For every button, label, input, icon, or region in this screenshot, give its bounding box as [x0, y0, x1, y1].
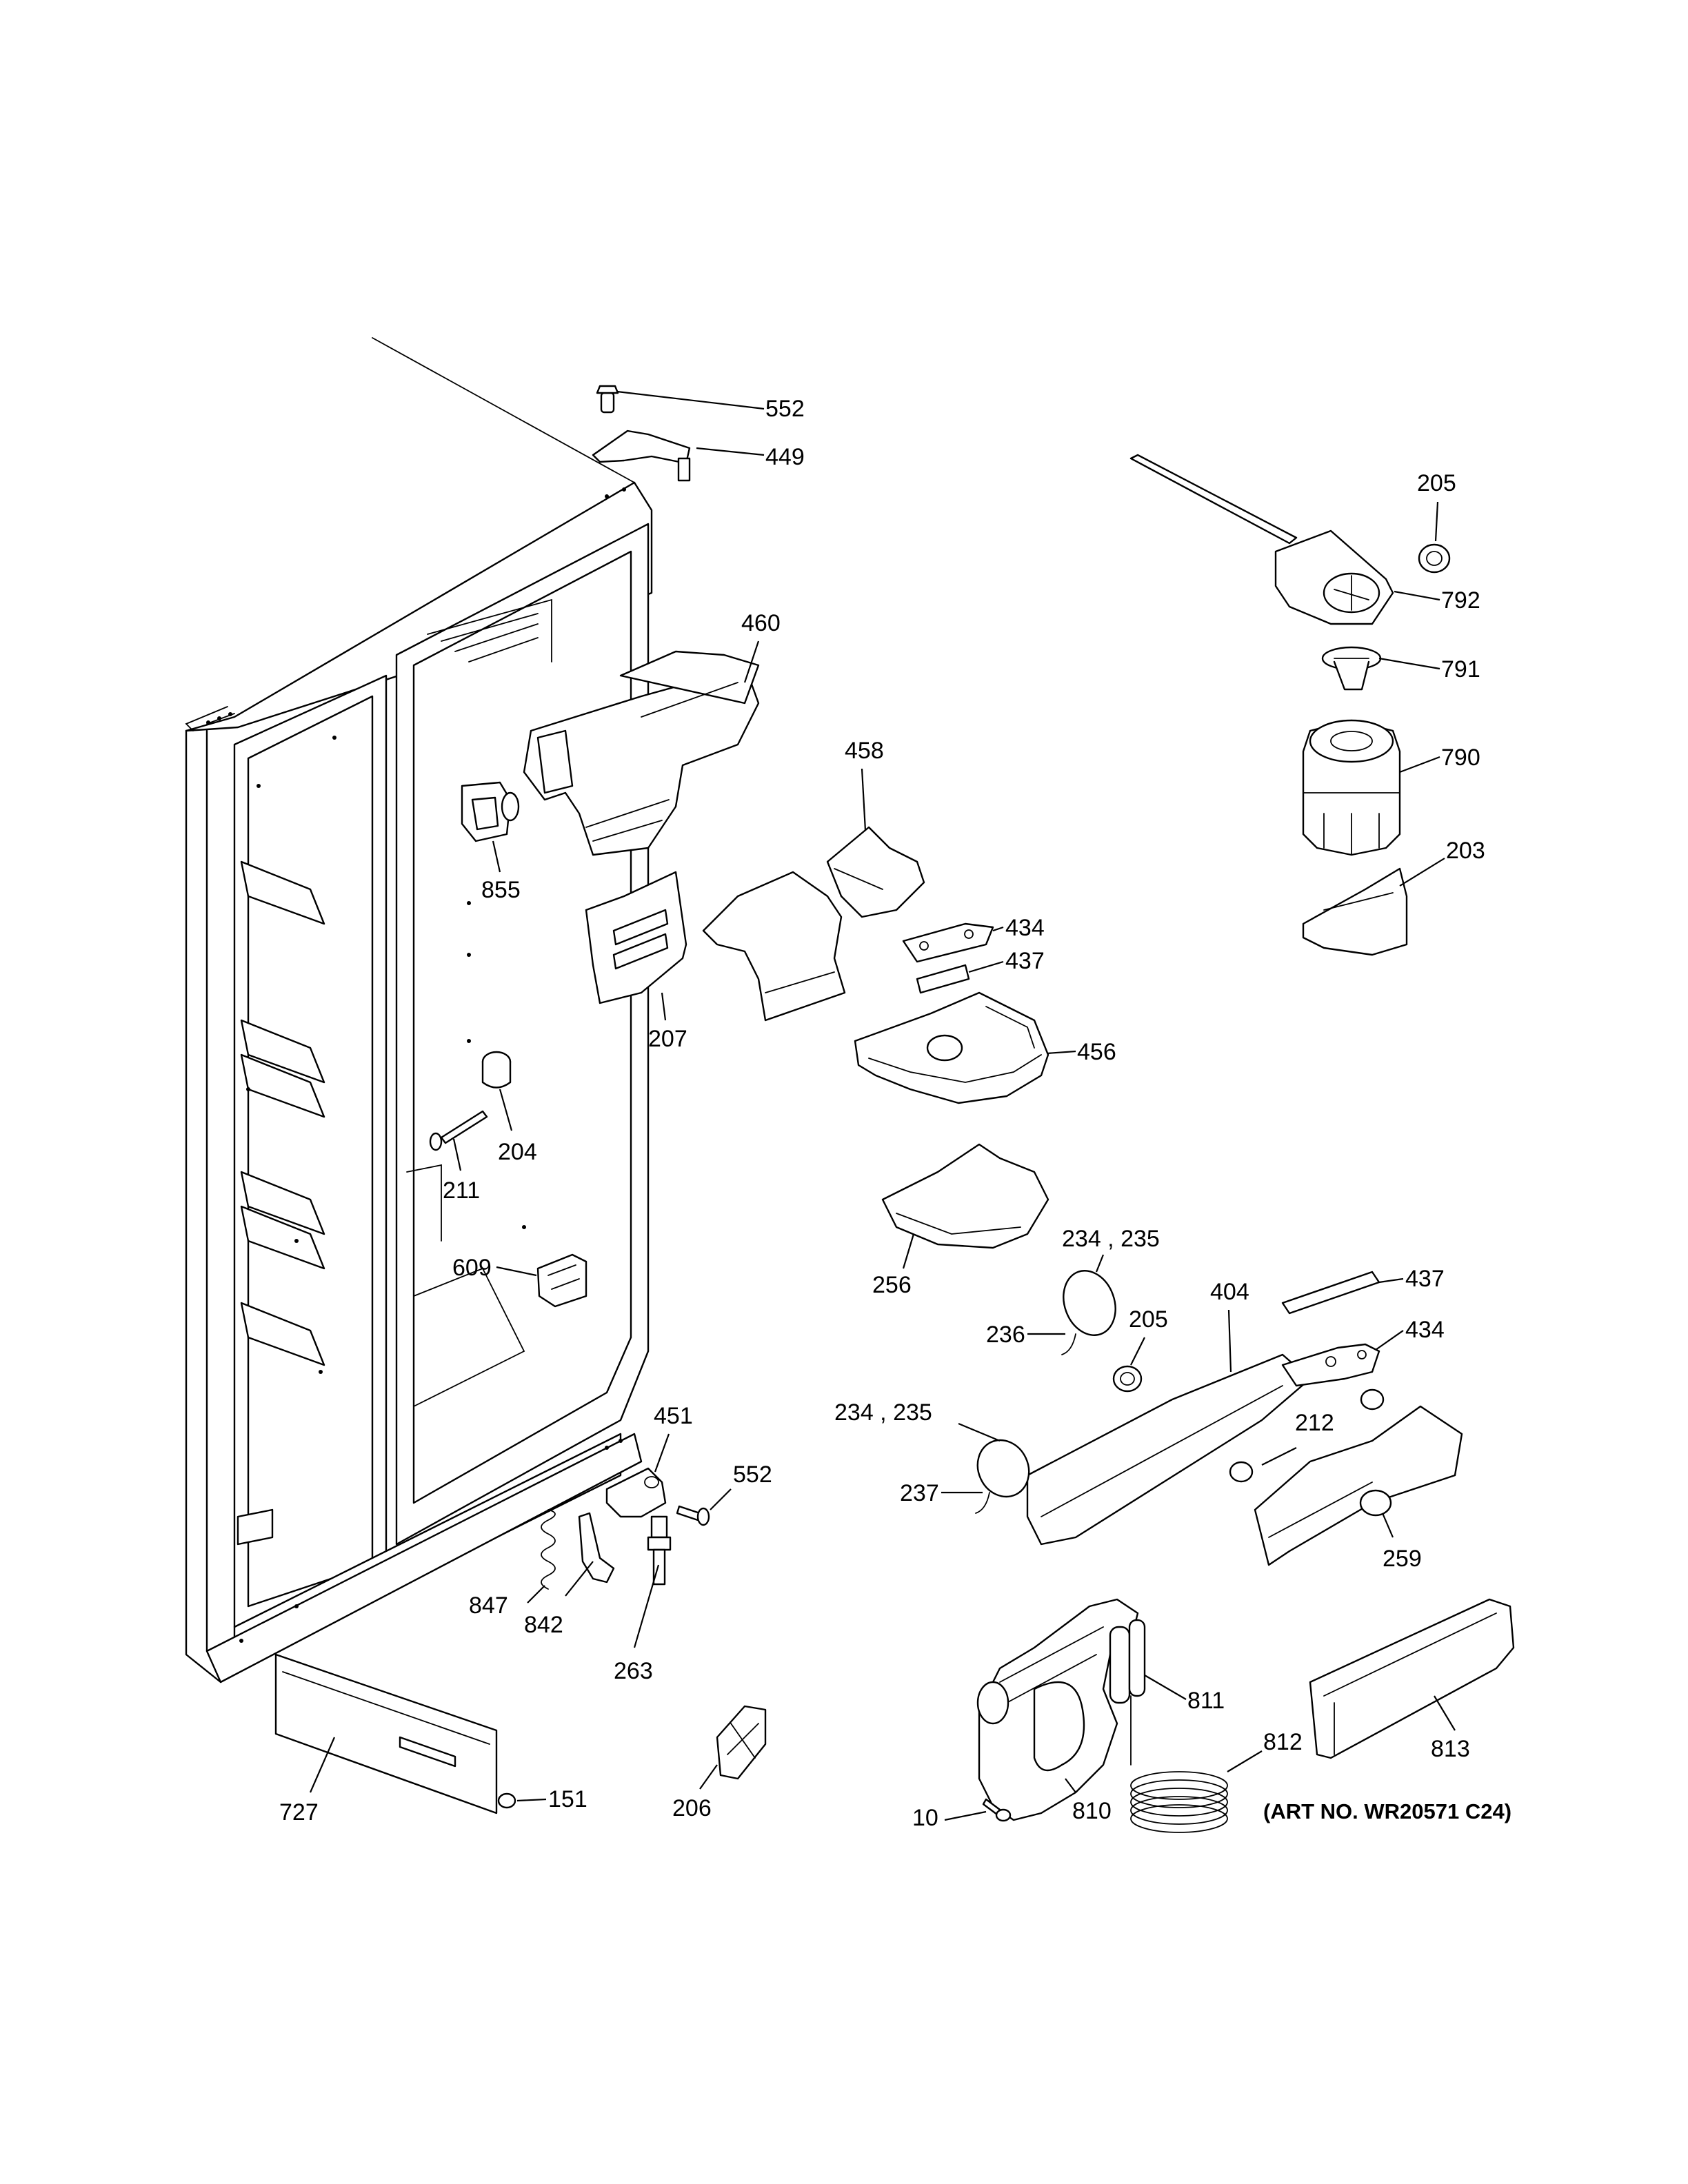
callout-434-top: 434	[1005, 915, 1045, 941]
tube-811	[1128, 1619, 1146, 1697]
callout-855: 855	[481, 877, 521, 903]
callout-451: 451	[654, 1403, 693, 1429]
part-458	[702, 826, 925, 1022]
refrigerator-cabinet	[185, 337, 653, 1684]
callout-151: 151	[548, 1786, 587, 1812]
part-204	[481, 1051, 512, 1089]
callout-205-top: 205	[1417, 470, 1456, 496]
part-206	[716, 1705, 767, 1780]
water-tank-810	[976, 1598, 1139, 1821]
screw-151	[497, 1792, 516, 1809]
part-203	[1302, 867, 1408, 956]
container-790	[1302, 719, 1401, 856]
grommet-205-top	[1418, 543, 1451, 574]
callout-552-bottom: 552	[733, 1462, 772, 1488]
callout-206: 206	[672, 1795, 712, 1821]
callout-434-right: 434	[1405, 1317, 1445, 1343]
callout-237: 237	[900, 1480, 939, 1506]
air-duct-460	[523, 650, 760, 856]
callout-812: 812	[1263, 1729, 1303, 1755]
switch-609	[536, 1253, 587, 1308]
part-234-235-upper	[1061, 1270, 1116, 1355]
top-hinge-screw	[596, 385, 619, 414]
callout-204: 204	[498, 1139, 537, 1165]
part-456	[854, 991, 1049, 1104]
callout-207: 207	[648, 1026, 687, 1052]
callout-234-235-upper: 234 , 235	[1062, 1226, 1160, 1252]
callout-727: 727	[279, 1799, 319, 1826]
callout-791: 791	[1441, 656, 1480, 682]
callout-437-top: 437	[1005, 948, 1045, 974]
callout-203: 203	[1446, 838, 1485, 864]
callout-256: 256	[872, 1272, 912, 1298]
callout-404: 404	[1210, 1279, 1249, 1305]
cover-207	[585, 871, 687, 1004]
callout-552-top: 552	[765, 396, 805, 422]
part-437-right	[1281, 1271, 1380, 1315]
callout-811: 811	[1187, 1688, 1225, 1714]
callout-10: 10	[912, 1805, 938, 1831]
part-437-top	[916, 964, 970, 994]
top-hinge	[592, 429, 691, 482]
callout-259: 259	[1383, 1546, 1422, 1572]
cover-259	[1254, 1405, 1463, 1566]
callout-792: 792	[1441, 587, 1480, 614]
cam-842	[578, 1512, 615, 1584]
pin-263	[647, 1515, 672, 1586]
coil-812	[1130, 1695, 1228, 1833]
callout-212: 212	[1295, 1410, 1334, 1436]
callout-842: 842	[524, 1612, 563, 1638]
callout-205-middle: 205	[1129, 1306, 1168, 1333]
callout-211: 211	[443, 1177, 480, 1204]
auger-rod-792	[1129, 454, 1394, 625]
callout-263: 263	[614, 1658, 653, 1684]
screw-552-bottom	[676, 1505, 710, 1526]
grommets-212	[1229, 1388, 1385, 1483]
grille-727	[274, 1653, 498, 1814]
art-number: (ART NO. WR20571 C24)	[1263, 1799, 1511, 1823]
callout-234-235-lower: 234 , 235	[834, 1399, 932, 1426]
callout-790: 790	[1441, 745, 1480, 771]
bottom-hinge-451	[605, 1467, 667, 1518]
callout-437-right: 437	[1405, 1266, 1445, 1292]
callout-458: 458	[845, 738, 884, 764]
callout-449: 449	[765, 444, 805, 470]
callout-847: 847	[469, 1593, 508, 1619]
part-234-235-lower	[975, 1439, 1030, 1514]
part-434-right	[1281, 1343, 1380, 1387]
grommet-205-middle	[1112, 1365, 1143, 1393]
callout-236: 236	[986, 1322, 1025, 1348]
part-855	[461, 781, 520, 842]
callout-810: 810	[1072, 1798, 1112, 1824]
part-256	[881, 1143, 1049, 1249]
callout-609: 609	[452, 1255, 492, 1281]
spring-847	[541, 1509, 556, 1590]
screw-211	[429, 1110, 488, 1151]
part-434-top	[902, 922, 994, 963]
screw-10	[982, 1798, 1012, 1822]
cover-813	[1309, 1598, 1515, 1759]
callout-456: 456	[1077, 1039, 1116, 1065]
callout-813: 813	[1431, 1736, 1470, 1762]
part-791	[1321, 646, 1382, 691]
callout-460: 460	[741, 610, 781, 636]
part-404	[1026, 1353, 1312, 1546]
